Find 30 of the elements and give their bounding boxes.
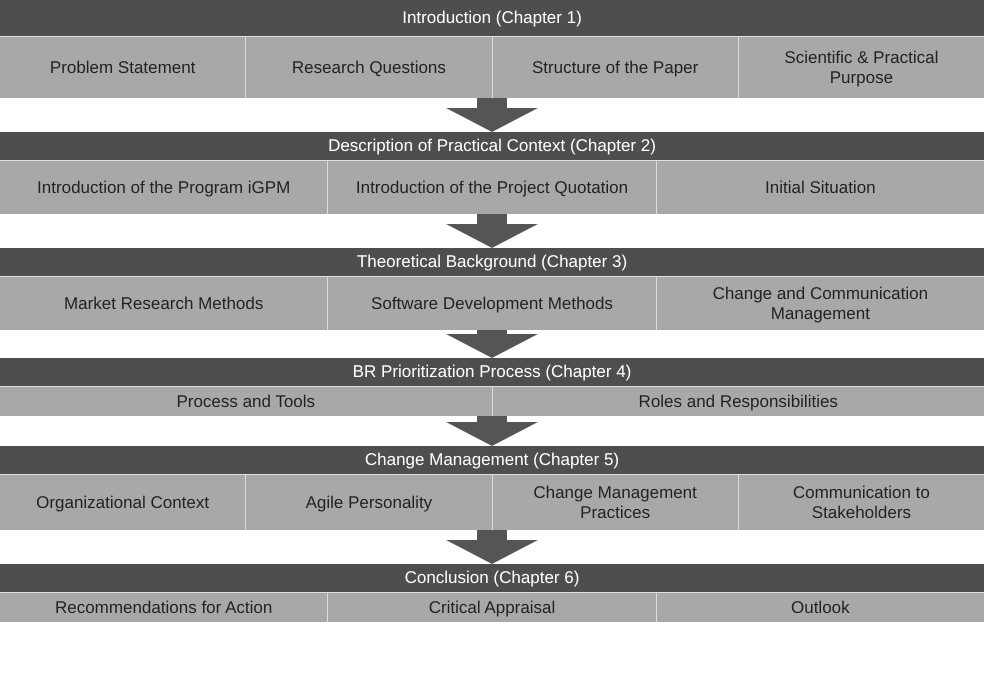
topic-box: Research Questions	[245, 36, 492, 98]
chapter-heading: Change Management (Chapter 5)	[0, 446, 984, 474]
down-arrow	[446, 214, 538, 248]
down-arrow	[446, 330, 538, 358]
topic-box: Critical Appraisal	[327, 592, 656, 622]
topic-box: Outlook	[656, 592, 984, 622]
chapter-heading: Introduction (Chapter 1)	[0, 0, 984, 36]
chapter-heading: Conclusion (Chapter 6)	[0, 564, 984, 592]
chapter-section	[0, 132, 984, 214]
chapter-section	[0, 248, 984, 330]
down-arrow	[446, 530, 538, 564]
topic-box: Scientific & Practical Purpose	[738, 36, 984, 98]
topic-box: Agile Personality	[245, 474, 492, 530]
topic-box: Roles and Responsibilities	[492, 386, 984, 416]
down-arrow	[446, 98, 538, 132]
topic-box: Structure of the Paper	[492, 36, 738, 98]
topic-box: Change Management Practices	[492, 474, 738, 530]
chapter-section	[0, 446, 984, 530]
down-arrow	[446, 416, 538, 446]
chapter-heading: BR Prioritization Process (Chapter 4)	[0, 358, 984, 386]
chapter-section	[0, 0, 984, 98]
topic-box: Change and Communication Management	[656, 276, 984, 330]
chapter-heading: Description of Practical Context (Chapter 2)	[0, 132, 984, 160]
topic-box: Software Development Methods	[327, 276, 656, 330]
topic-box: Communication to Stakeholders	[738, 474, 984, 530]
chapter-section	[0, 358, 984, 416]
topic-box: Introduction of the Project Quotation	[327, 160, 656, 214]
topic-box: Initial Situation	[656, 160, 984, 214]
chapter-heading: Theoretical Background (Chapter 3)	[0, 248, 984, 276]
chapter-section	[0, 564, 984, 622]
